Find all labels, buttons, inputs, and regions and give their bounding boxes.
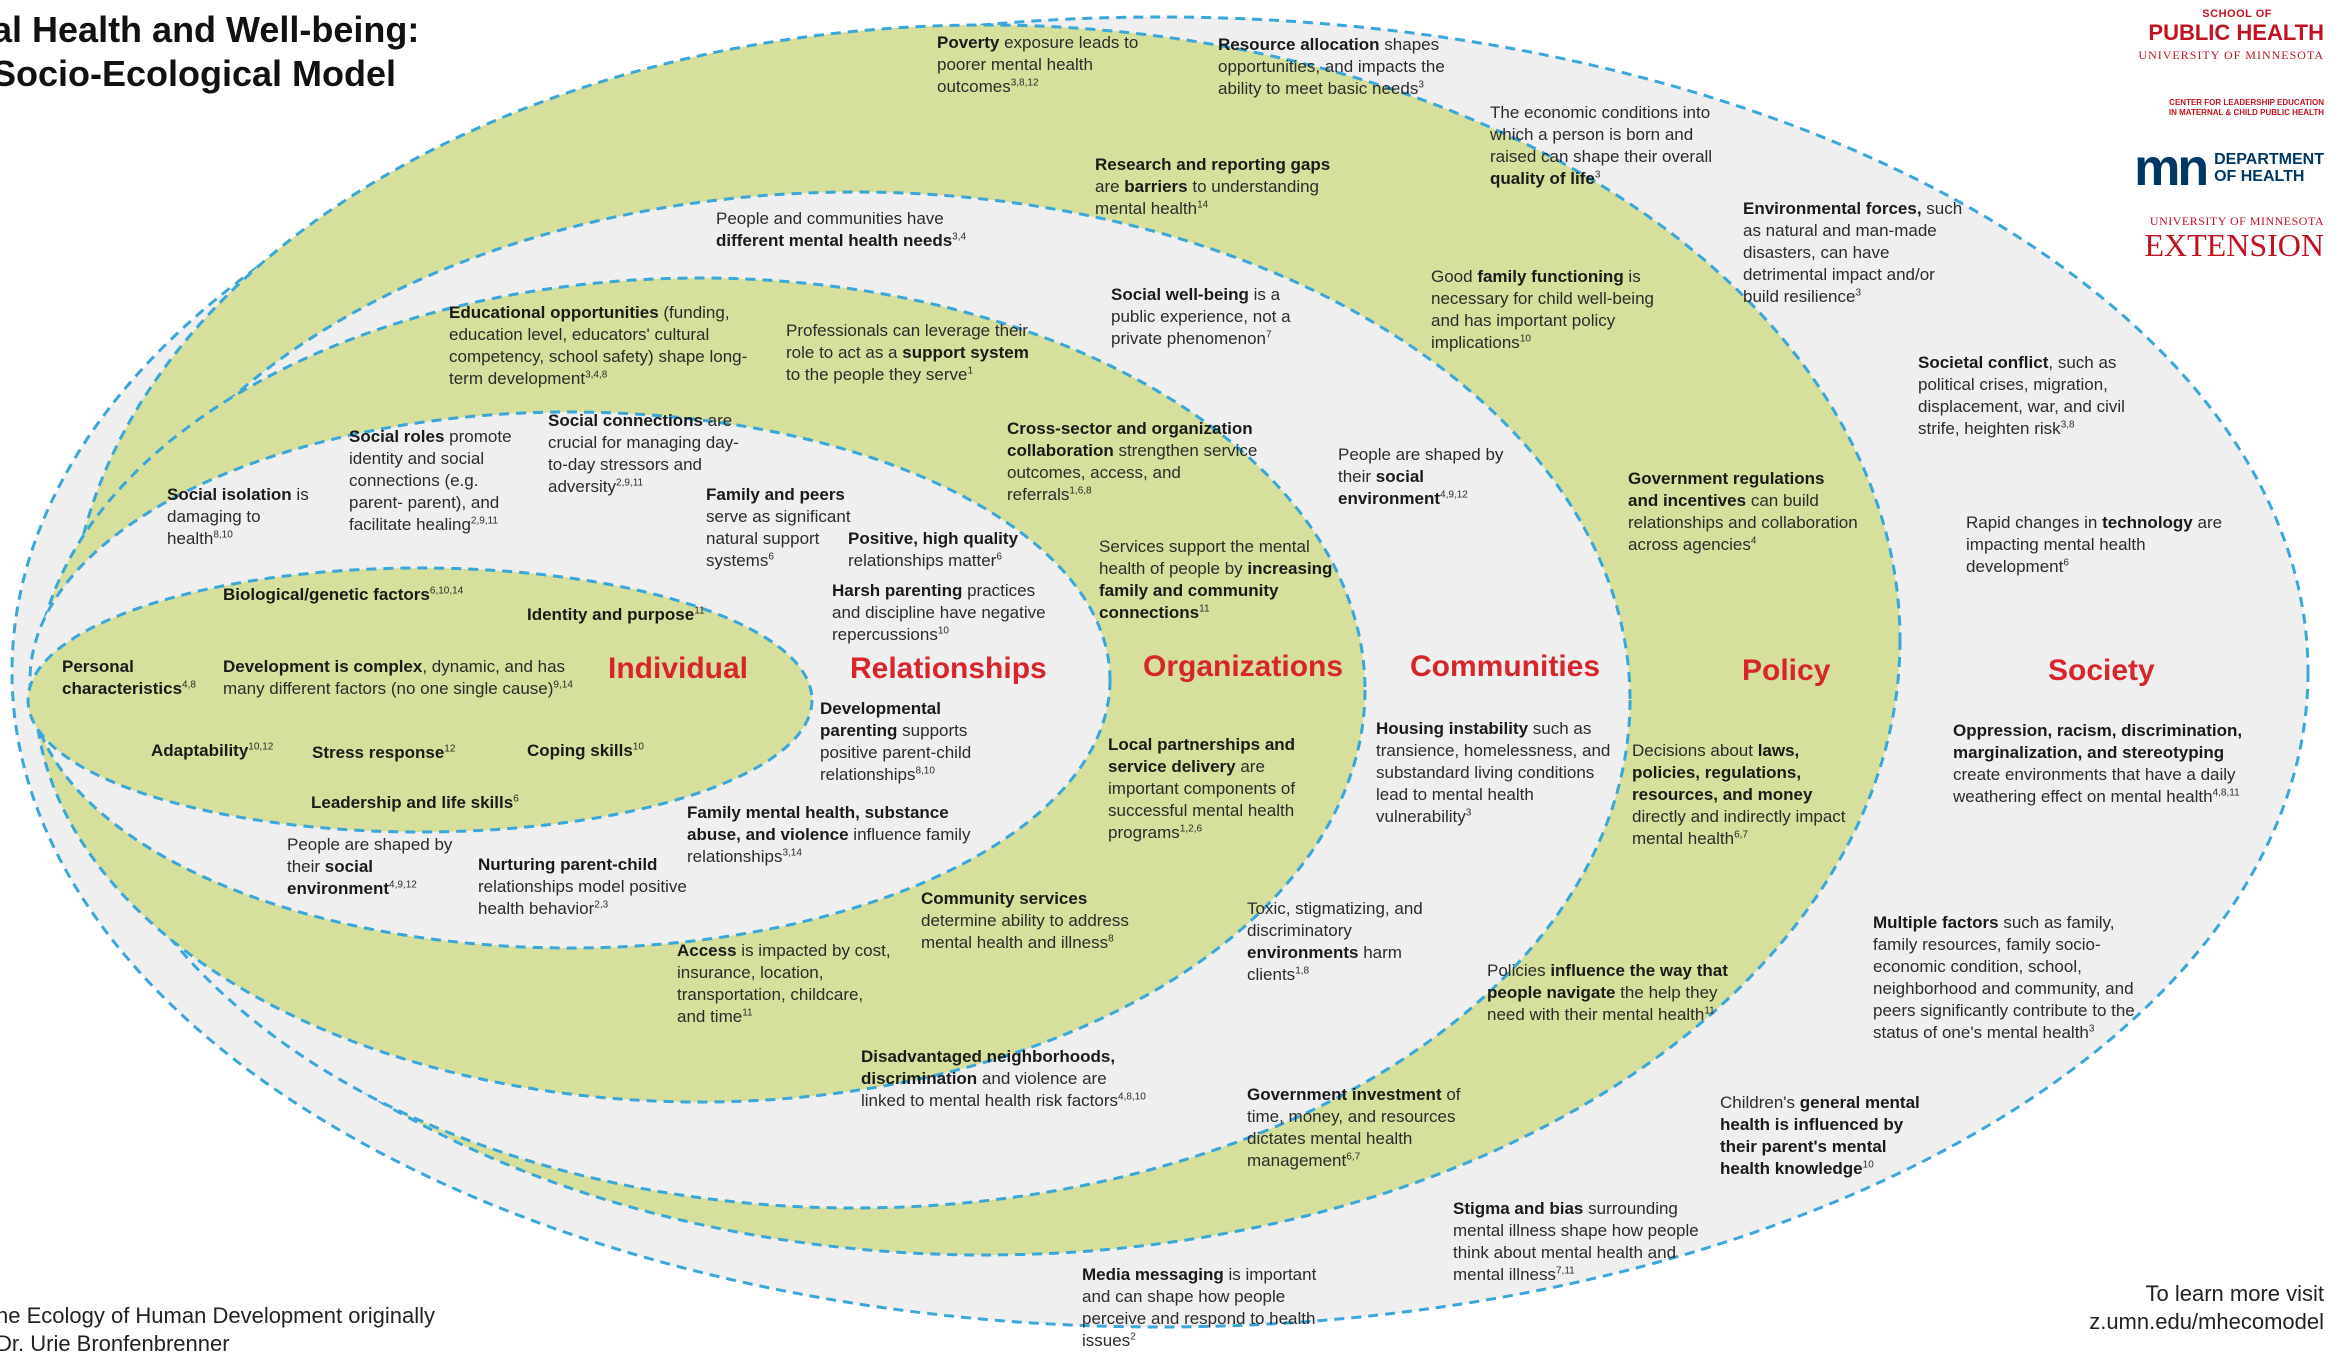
mn-logo-mark: mn	[2134, 139, 2209, 197]
note-social-roles: Social roles promote identity and social…	[349, 427, 512, 534]
note-multiple-factors: Multiple factors such as family, family …	[1873, 913, 2135, 1042]
title-line-1: al Health and Well-being:	[0, 9, 420, 50]
note-family-functioning: Good family functioning is necessary for…	[1431, 267, 1654, 352]
note-poverty: Poverty exposure leads to poorer mental …	[937, 33, 1139, 96]
note-adaptability: Adaptability10,12	[151, 741, 274, 760]
note-stress-response: Stress response12	[312, 743, 456, 762]
note-social-environment-bottom: People are shaped by their social enviro…	[287, 835, 453, 898]
note-different-needs: People and communities have different me…	[716, 209, 967, 250]
footer-learn-more-link[interactable]: z.umn.edu/mhecomodel	[2089, 1309, 2324, 1334]
footer-learn-more-line-1: To learn more visit	[2145, 1281, 2324, 1306]
note-services-support: Services support the mental health of pe…	[1099, 537, 1333, 622]
note-social-connections: Social connections are crucial for manag…	[548, 411, 739, 496]
logo-public-health: PUBLIC HEALTH	[2148, 20, 2324, 45]
note-coping-skills: Coping skills10	[527, 741, 644, 760]
note-oppression: Oppression, racism, discrimination, marg…	[1953, 721, 2243, 806]
note-development-complex: Development is complex, dynamic, and has…	[223, 657, 573, 698]
note-social-environment-top: People are shaped by their social enviro…	[1338, 445, 1504, 508]
logo-university: UNIVERSITY OF MINNESOTA	[2138, 48, 2324, 62]
note-community-services: Community services determine ability to …	[921, 889, 1129, 952]
logo-department: DEPARTMENT	[2214, 151, 2324, 168]
footer-learn-more: To learn more visit z.umn.edu/mhecomodel	[2089, 1280, 2324, 1336]
relationships-label: Relationships	[850, 652, 1047, 685]
footer-credit: he Ecology of Human Development original…	[0, 1302, 435, 1358]
note-societal-conflict: Societal conflict, such as political cri…	[1918, 353, 2125, 438]
note-disadvantaged-neighborhoods: Disadvantaged neighborhoods, discriminat…	[861, 1047, 1146, 1110]
footer-credit-line-2: Dr. Urie Bronfenbrenner	[0, 1331, 230, 1356]
extension-logo: UNIVERSITY OF MINNESOTA EXTENSION	[2144, 214, 2324, 262]
note-resource-allocation: Resource allocation shapes opportunities…	[1218, 35, 1445, 98]
note-government-regulations: Government regulations and incentives ca…	[1628, 469, 1858, 554]
note-decisions-laws: Decisions about laws, policies, regulati…	[1632, 741, 1846, 848]
note-local-partnerships: Local partnerships and service delivery …	[1108, 735, 1296, 842]
society-label: Society	[2048, 654, 2155, 687]
note-positive-relationships: Positive, high quality relationships mat…	[848, 529, 1019, 570]
note-housing-instability: Housing instability such as transience, …	[1376, 719, 1611, 826]
note-rapid-changes: Rapid changes in technology are impactin…	[1966, 513, 2223, 576]
note-leadership-skills: Leadership and life skills6	[311, 793, 519, 812]
note-research-gaps: Research and reporting gaps are barriers…	[1095, 155, 1331, 218]
individual-label: Individual	[608, 652, 749, 685]
note-developmental-parenting: Developmental parenting supports positiv…	[820, 699, 972, 784]
note-childrens-mental-health: Children's general mental health is infl…	[1720, 1093, 1920, 1178]
note-policies-influence: Policies influence the way that people n…	[1487, 961, 1728, 1024]
note-social-isolation: Social isolation is damaging to health8,…	[167, 485, 309, 548]
mn-department-health-logo: mn DEPARTMENT OF HEALTH	[2134, 139, 2324, 197]
note-government-investment: Government investment of time, money, an…	[1247, 1085, 1461, 1170]
note-family-and-peers: Family and peers serve as significant na…	[706, 485, 851, 570]
logo-of-health: OF HEALTH	[2214, 168, 2305, 185]
note-media-messaging: Media messaging is important and can sha…	[1082, 1265, 1317, 1350]
page-title: al Health and Well-being: Socio-Ecologic…	[0, 8, 419, 96]
logo-center-line-1: CENTER FOR LEADERSHIP EDUCATION	[2169, 98, 2324, 107]
note-identity-purpose: Identity and purpose11	[527, 605, 705, 624]
note-stigma-bias: Stigma and bias surrounding mental illne…	[1453, 1199, 1699, 1284]
note-economic-conditions: The economic conditions into which a per…	[1490, 103, 1713, 188]
logo-ext-university: UNIVERSITY OF MINNESOTA	[2149, 214, 2324, 228]
logo-center-line-2: IN MATERNAL & CHILD PUBLIC HEALTH	[2168, 108, 2324, 117]
note-personal-characteristics: Personal characteristics4,8	[62, 657, 196, 698]
policy-label: Policy	[1742, 654, 1831, 687]
note-cross-sector: Cross-sector and organization collaborat…	[1007, 419, 1258, 504]
note-biological-factors: Biological/genetic factors6,10,14	[223, 585, 464, 604]
note-family-mental-health: Family mental health, substance abuse, a…	[687, 803, 971, 866]
title-line-2: Socio-Ecological Model	[0, 53, 397, 94]
logo-school-of: SCHOOL OF	[2202, 8, 2272, 20]
note-access: Access is impacted by cost, insurance, l…	[677, 941, 891, 1026]
note-harsh-parenting: Harsh parenting practices and discipline…	[832, 581, 1046, 644]
note-professionals: Professionals can leverage their role to…	[786, 321, 1029, 384]
school-public-health-logo: SCHOOL OF PUBLIC HEALTH UNIVERSITY OF MI…	[2138, 8, 2324, 64]
communities-label: Communities	[1410, 650, 1601, 683]
logo-extension: EXTENSION	[2144, 227, 2324, 263]
center-leadership-logo: CENTER FOR LEADERSHIP EDUCATION IN MATER…	[2169, 98, 2324, 118]
footer-credit-line-1: he Ecology of Human Development original…	[0, 1303, 436, 1328]
note-toxic-environments: Toxic, stigmatizing, and discriminatory …	[1247, 899, 1423, 984]
note-nurturing-parent-child: Nurturing parent-child relationships mod…	[478, 855, 687, 918]
note-social-well-being: Social well-being is a public experience…	[1111, 285, 1291, 348]
organizations-label: Organizations	[1143, 650, 1344, 683]
individual-ring	[26, 566, 814, 834]
note-educational-opportunities: Educational opportunities (funding, educ…	[449, 303, 748, 388]
note-environmental-forces: Environmental forces, such as natural an…	[1743, 199, 1963, 306]
